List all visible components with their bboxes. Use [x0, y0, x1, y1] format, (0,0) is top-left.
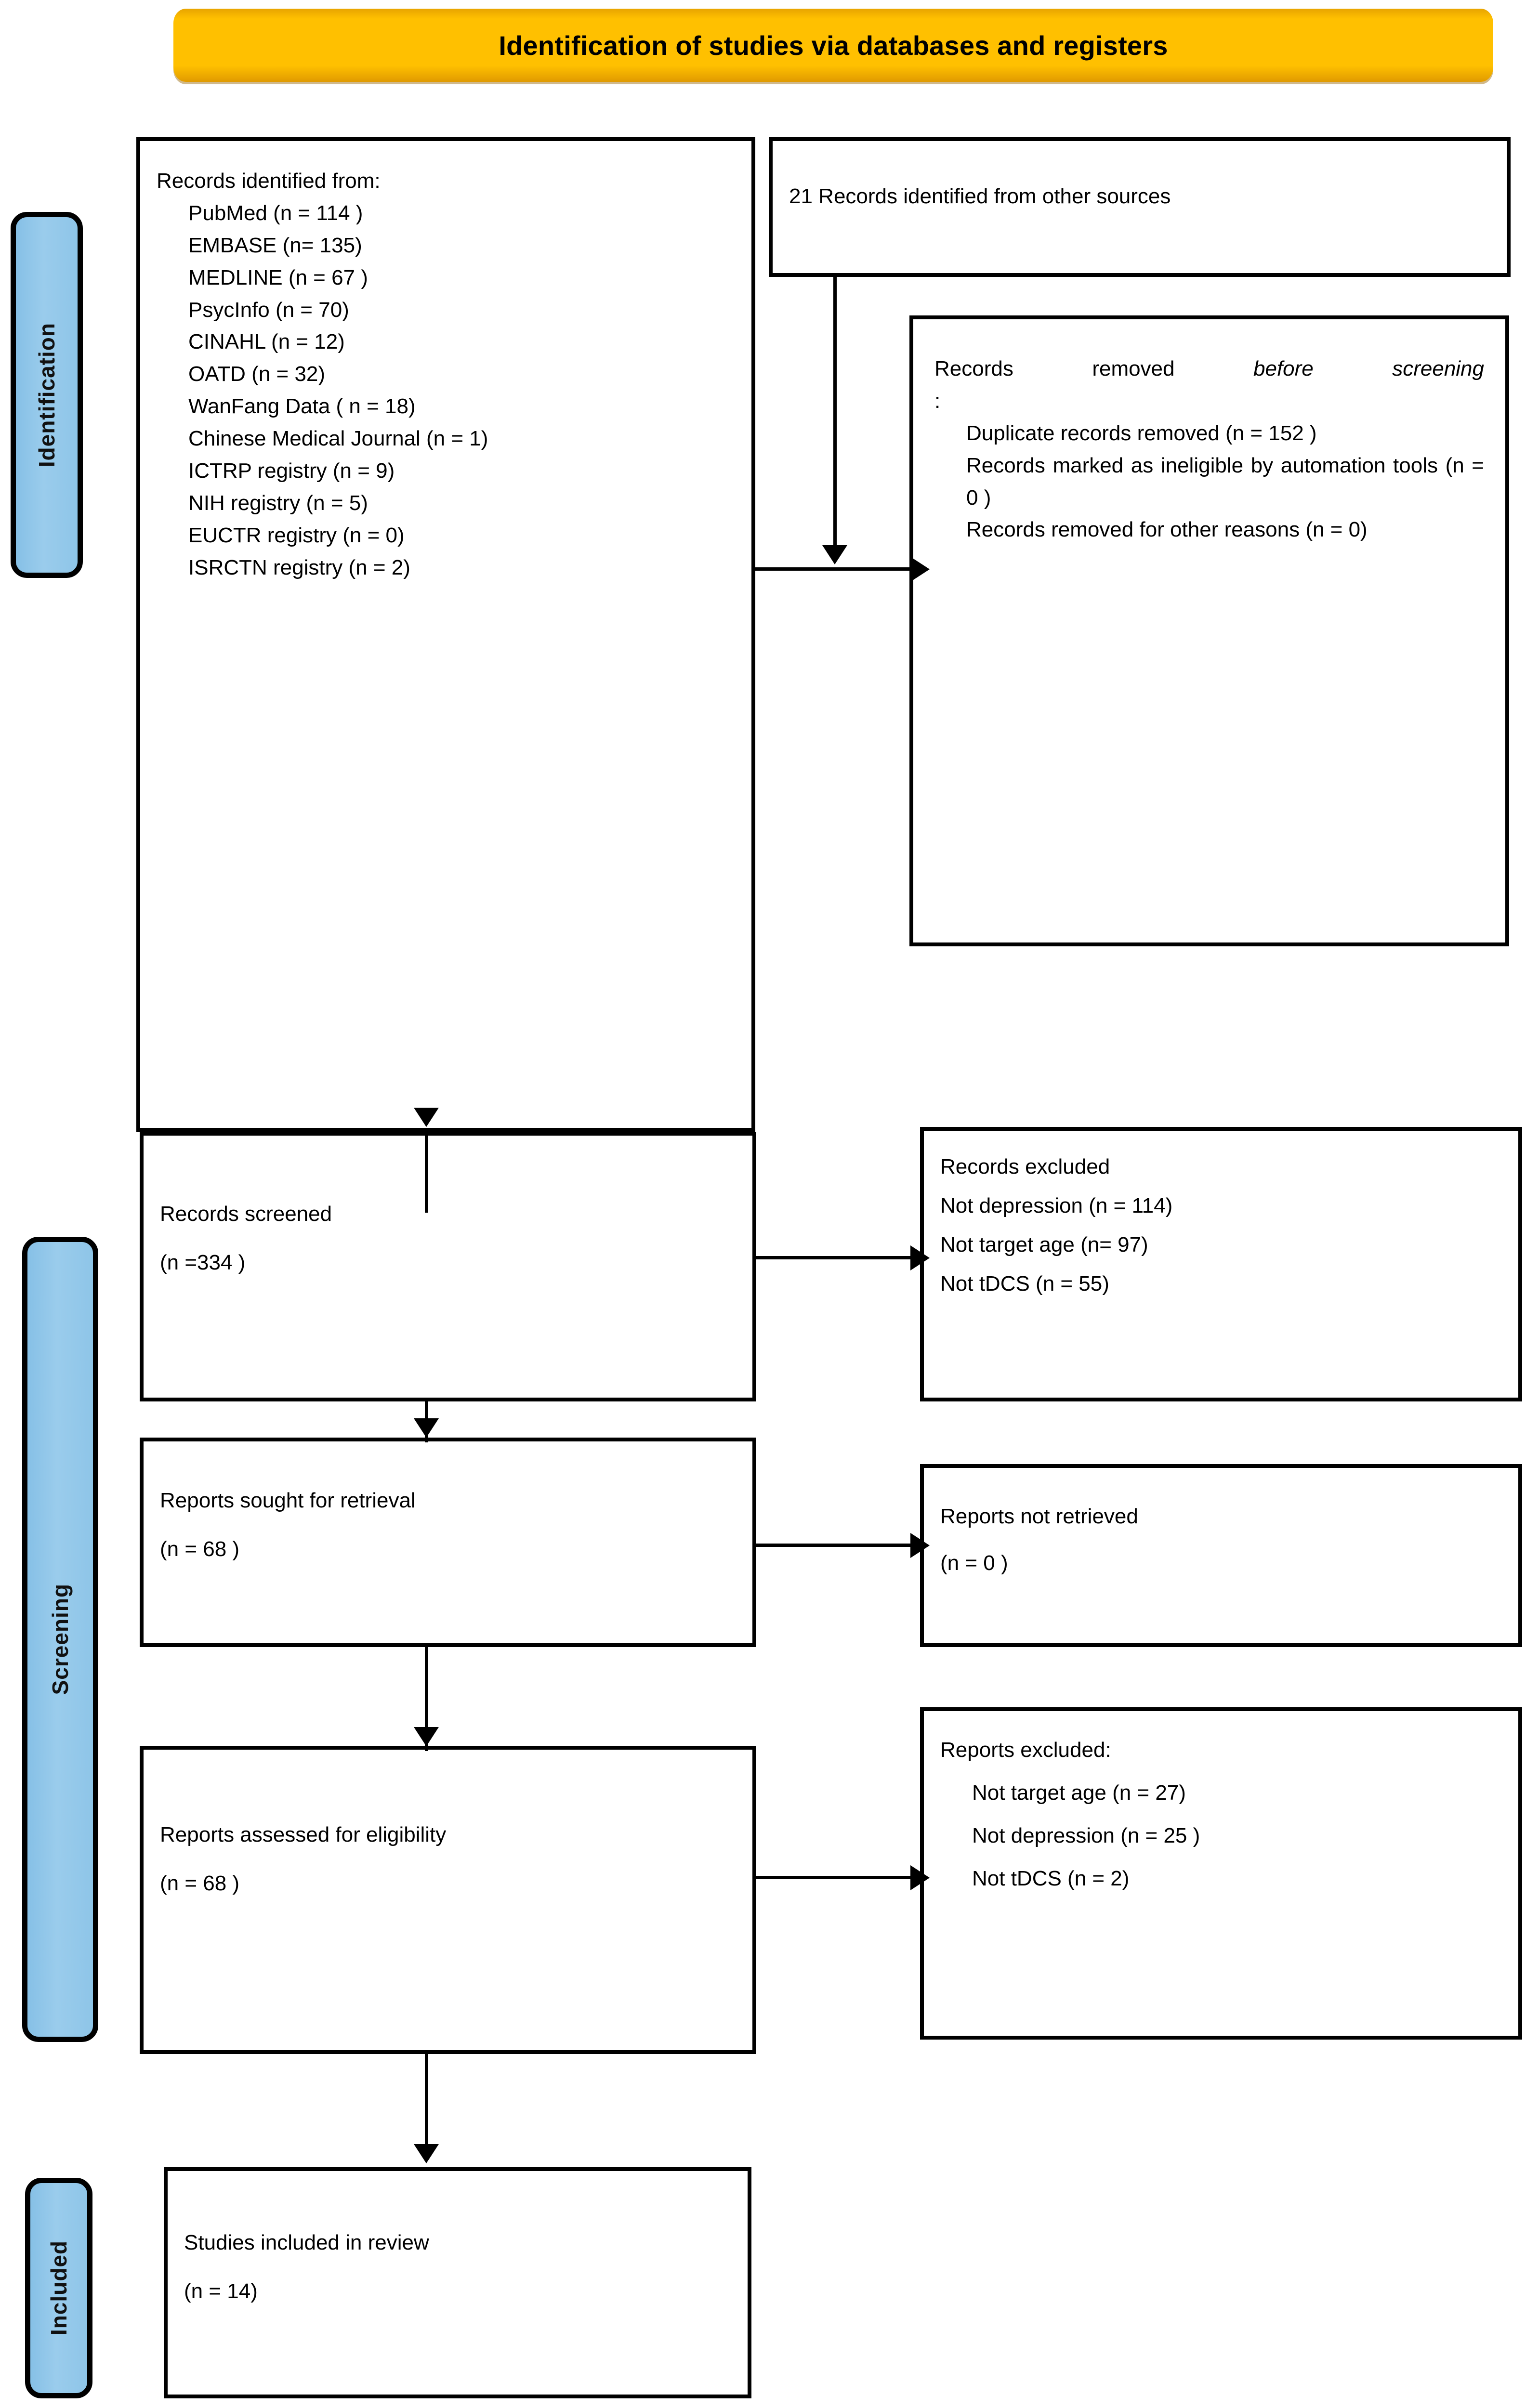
source-euctr: EUCTR registry (n = 0) [188, 523, 405, 547]
removed-item-automation: Records marked as ineligible by automati… [966, 453, 1490, 510]
removed-item-other: Records removed for other reasons (n = 0… [966, 518, 1368, 542]
stage-label-screening: Screening [22, 1237, 98, 2042]
records-excluded-not-depression: Not depression (n = 114) [940, 1193, 1173, 1217]
source-chinese-medical-journal: Chinese Medical Journal (n = 1) [188, 427, 488, 450]
stage-label-identification: Identification [11, 212, 83, 578]
source-wanfang: WanFang Data ( n = 18) [188, 394, 416, 419]
box-records-excluded: Records excluded Not depression (n = 114… [920, 1127, 1522, 1401]
reports-not-retrieved-label: Reports not retrieved [940, 1505, 1138, 1528]
source-psycinfo: PsycInfo (n = 70) [188, 298, 349, 322]
box-reports-not-retrieved: Reports not retrieved (n = 0 ) [920, 1464, 1522, 1647]
studies-included-label: Studies included in review [184, 2231, 429, 2254]
box-studies-included: Studies included in review (n = 14) [164, 2167, 751, 2398]
connector-assessed-to-included [425, 2053, 428, 2154]
arrowhead-sought-to-not-retrieved [910, 1533, 930, 1558]
connector-identified-to-removed [755, 567, 919, 571]
removed-item-duplicates: Duplicate records removed (n = 152 ) [966, 421, 1317, 445]
reports-assessed-count: (n = 68 ) [160, 1871, 240, 1895]
source-oatd: OATD (n = 32) [188, 362, 326, 386]
arrowhead-identified-to-screened [414, 1108, 439, 1127]
reports-sought-label: Reports sought for retrieval [160, 1489, 416, 1512]
source-nih: NIH registry (n = 5) [188, 491, 368, 515]
stage-label-included: Included [25, 2178, 92, 2398]
connector-assessed-to-excluded [756, 1876, 924, 1879]
stage-label-identification-text: Identification [34, 322, 59, 468]
removed-heading-line: Records removed before screening [934, 353, 1484, 385]
identification-banner: Identification of studies via databases … [173, 9, 1493, 82]
stage-label-included-text: Included [46, 2240, 71, 2336]
connector-identified-to-screened [425, 1132, 428, 1213]
arrowhead-screened-to-excluded [910, 1245, 930, 1270]
reports-assessed-label: Reports assessed for eligibility [160, 1823, 447, 1846]
reports-excluded-not-tdcs: Not tDCS (n = 2) [972, 1866, 1130, 1890]
banner-title: Identification of studies via databases … [499, 30, 1168, 61]
records-excluded-heading: Records excluded [940, 1155, 1110, 1178]
source-embase: EMBASE (n= 135) [188, 233, 362, 257]
reports-excluded-not-target-age: Not target age (n = 27) [972, 1780, 1186, 1805]
source-cinahl: CINAHL (n = 12) [188, 330, 345, 354]
studies-included-count: (n = 14) [184, 2279, 258, 2303]
source-ictrp: ICTRP registry (n = 9) [188, 458, 395, 483]
records-identified-heading: Records identified from: [157, 169, 381, 193]
records-screened-label: Records screened [160, 1202, 332, 1226]
connector-sought-to-assessed [425, 1645, 428, 1751]
arrowhead-assessed-to-included [414, 2144, 439, 2163]
reports-not-retrieved-count: (n = 0 ) [940, 1551, 1008, 1575]
reports-excluded-heading: Reports excluded: [940, 1738, 1111, 1762]
arrowhead-identified-to-removed [910, 557, 930, 582]
connector-sought-to-not-retrieved [756, 1544, 924, 1547]
box-other-sources: 21 Records identified from other sources [769, 137, 1511, 277]
source-isrctn: ISRCTN registry (n = 2) [188, 555, 410, 579]
other-sources-text: 21 Records identified from other sources [789, 184, 1171, 208]
box-reports-sought: Reports sought for retrieval (n = 68 ) [140, 1438, 756, 1647]
reports-excluded-not-depression: Not depression (n = 25 ) [972, 1823, 1200, 1847]
connector-other-sources-down [833, 277, 837, 547]
records-screened-count: (n =334 ) [160, 1250, 246, 1274]
box-records-identified: Records identified from: PubMed (n = 114… [136, 137, 755, 1132]
arrowhead-other-sources-down [822, 545, 847, 564]
arrowhead-screened-to-sought [414, 1418, 439, 1438]
source-pubmed: PubMed (n = 114 ) [188, 201, 363, 225]
connector-screened-to-excluded [756, 1256, 924, 1259]
arrowhead-sought-to-assessed [414, 1727, 439, 1746]
arrowhead-assessed-to-excluded [910, 1865, 930, 1890]
box-reports-excluded: Reports excluded: Not target age (n = 27… [920, 1707, 1522, 2040]
stage-label-screening-text: Screening [48, 1584, 73, 1695]
box-records-screened: Records screened (n =334 ) [140, 1132, 756, 1401]
records-excluded-not-target-age: Not target age (n= 97) [940, 1232, 1148, 1256]
box-reports-assessed: Reports assessed for eligibility (n = 68… [140, 1746, 756, 2054]
removed-heading-part1: Records removed [934, 357, 1253, 380]
removed-heading-colon: : [934, 389, 941, 413]
reports-sought-count: (n = 68 ) [160, 1537, 240, 1561]
source-medline: MEDLINE (n = 67 ) [188, 265, 368, 289]
box-records-removed-before-screening: Records removed before screening : Dupli… [909, 315, 1509, 946]
records-excluded-not-tdcs: Not tDCS (n = 55) [940, 1271, 1109, 1296]
removed-heading-italic: before screening [1253, 357, 1484, 380]
